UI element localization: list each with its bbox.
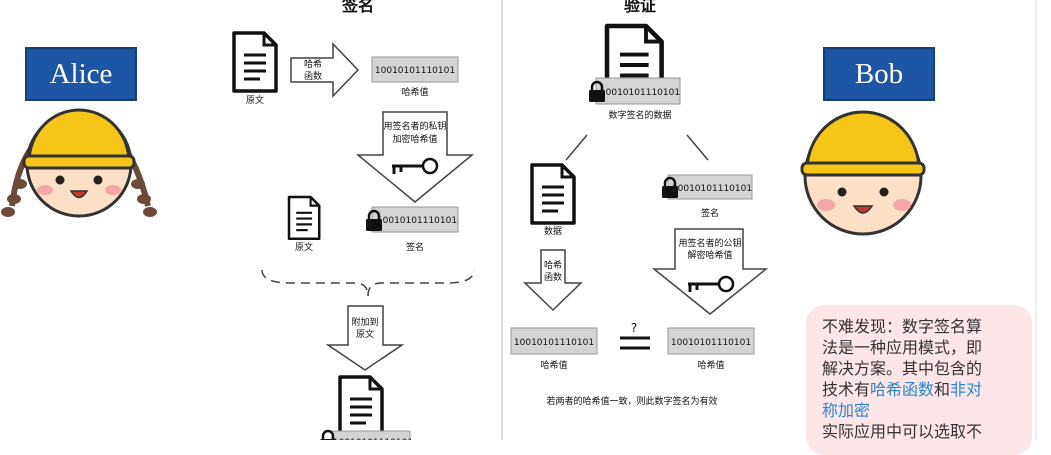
summary-note: 不难发现：数字签名算 法是一种应用模式，即 解决方案。其中包含的 技术有哈希函数… xyxy=(806,305,1032,455)
verify-signature-bits: 10010101110101 xyxy=(672,184,752,194)
asymmetric-encryption-highlight: 称加密 xyxy=(822,401,871,420)
verify-signature-label: 签名 xyxy=(701,207,719,219)
bob-name-badge: Bob xyxy=(823,47,935,101)
note-text: 和 xyxy=(934,380,951,399)
attach-arrow xyxy=(325,305,405,371)
alice-name: Alice xyxy=(49,58,113,90)
attach-label-2: 原文 xyxy=(356,328,374,340)
decrypted-hash-bits: 10010101110101 xyxy=(671,338,751,348)
verify-hash-label-2: 函数 xyxy=(544,271,562,283)
verify-hash-arrow xyxy=(523,249,583,312)
split-line-left xyxy=(565,134,588,161)
decrypt-label-1: 用签名者的公钥 xyxy=(678,237,741,249)
hash-value-label: 哈希值 xyxy=(401,86,428,98)
note-line: 法是一种应用模式，即 xyxy=(822,338,983,357)
combine-brace xyxy=(261,269,475,297)
bob-avatar xyxy=(800,110,926,236)
hash-function-highlight: 哈希函数 xyxy=(870,380,935,399)
note-line: 技术有哈希函数和非对 xyxy=(822,379,1018,400)
decrypt-arrow xyxy=(651,228,769,315)
data-label: 数据 xyxy=(544,225,562,237)
decrypt-label-2: 解密哈希值 xyxy=(687,249,732,261)
hash-value-box xyxy=(371,56,459,83)
signature-box xyxy=(371,206,459,233)
note-line: 称加密 xyxy=(822,400,1018,421)
bob-name: Bob xyxy=(854,58,904,90)
computed-hash-bits: 10010101110101 xyxy=(514,338,594,348)
sign-title: 签名 xyxy=(341,0,374,15)
hash-fn-label-2: 函数 xyxy=(304,70,322,82)
hash-function-arrow xyxy=(290,42,360,98)
digital-signature-diagram: 签名 原文 哈希 函数 10010101110101 哈希值 用签名者的私钥 加… xyxy=(1,0,1037,440)
bottom-signature-box xyxy=(331,430,411,440)
signed-data-box xyxy=(595,77,681,105)
original-document-icon xyxy=(232,31,278,93)
hash-value-bits: 10010101110101 xyxy=(375,66,455,76)
note-text: 技术有 xyxy=(822,380,871,399)
signed-data-bits: 10010101110101 xyxy=(600,88,680,98)
encrypt-label-2: 加密哈希值 xyxy=(392,133,437,145)
asymmetric-encryption-highlight: 非对 xyxy=(950,380,983,399)
decrypted-hash-label: 哈希值 xyxy=(697,359,724,371)
data-document-icon xyxy=(530,163,576,225)
encrypt-arrow xyxy=(355,111,475,203)
note-line: 不难发现：数字签名算 xyxy=(822,317,983,336)
verify-conclusion: 若两者的哈希值一致，则此数字签名为有效 xyxy=(546,395,717,407)
encrypt-label-1: 用签名者的私钥 xyxy=(383,120,446,132)
alice-name-badge: Alice xyxy=(25,47,137,101)
verify-title: 验证 xyxy=(624,0,656,15)
compare-question: ? xyxy=(631,321,637,335)
original-label: 原文 xyxy=(246,94,264,106)
signed-document-icon xyxy=(338,375,384,437)
signature-bits: 10010101110101 xyxy=(377,216,457,226)
signature-label: 签名 xyxy=(406,241,424,253)
note-line: 解决方案。其中包含的 xyxy=(822,359,983,378)
split-line-right xyxy=(686,134,709,161)
decrypted-hash-box xyxy=(667,327,755,355)
computed-hash-label: 哈希值 xyxy=(540,359,567,371)
computed-hash-box xyxy=(510,327,598,355)
alice-avatar xyxy=(1,108,157,218)
hash-fn-label-1: 哈希 xyxy=(304,58,322,70)
note-line: 实际应用中可以选取不 xyxy=(822,422,983,441)
attach-label-1: 附加到 xyxy=(351,316,378,328)
bottom-signature-bits: 10010101110101 xyxy=(333,438,413,440)
original-document-icon-2 xyxy=(287,195,321,241)
original-label-2: 原文 xyxy=(295,241,313,253)
verify-hash-label-1: 哈希 xyxy=(544,259,562,271)
signed-data-label: 数字签名的数据 xyxy=(608,109,671,121)
